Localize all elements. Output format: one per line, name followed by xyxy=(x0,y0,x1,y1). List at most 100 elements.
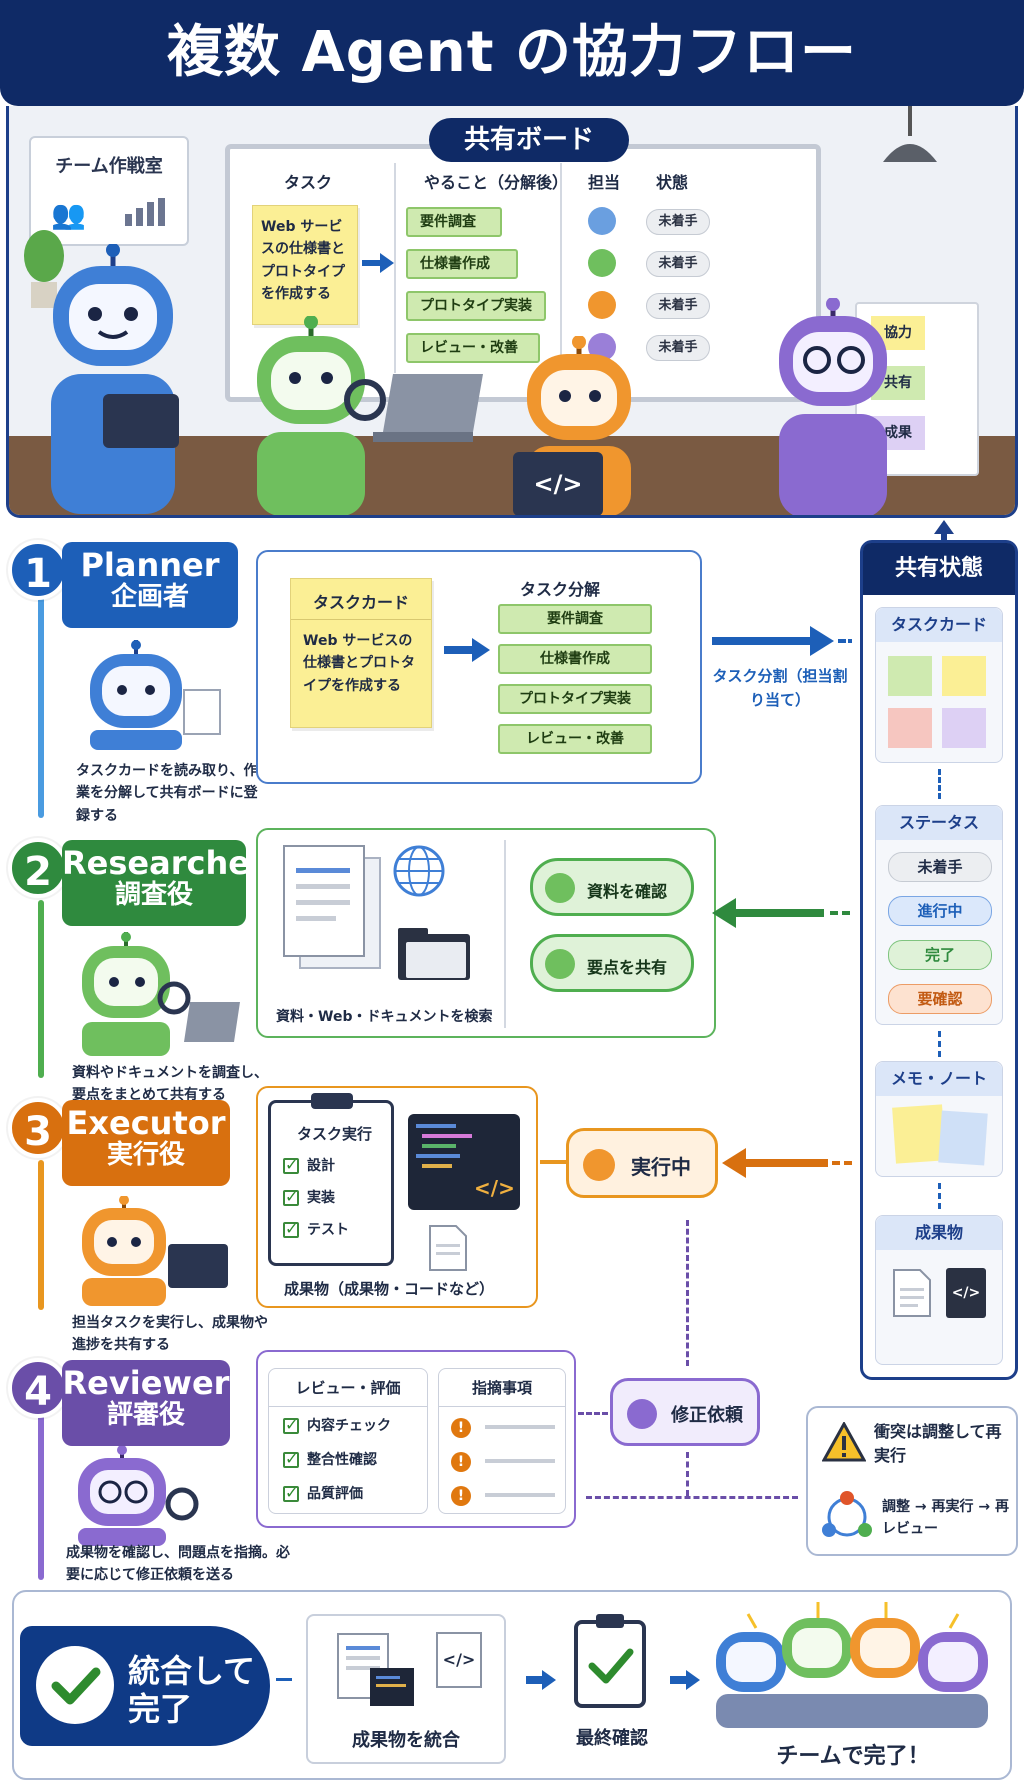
checkbox-icon xyxy=(283,1415,299,1434)
assign-arrow xyxy=(712,626,852,660)
done-label: 統合して完了 xyxy=(128,1652,256,1729)
divider xyxy=(504,840,506,1028)
dashed-link xyxy=(938,769,941,799)
documents-icon xyxy=(280,844,390,974)
pill-label: 要点を共有 xyxy=(587,958,668,977)
running-pill: 実行中 xyxy=(566,1128,718,1198)
conflict-box: 衝突は調整して再実行 調整 → 再実行 → 再レビュー xyxy=(806,1406,1018,1556)
step-label-researcher: Researcher 調査役 xyxy=(62,840,266,926)
shared-state-panel: 共有状態 タスクカード ステータス 未着手 進行中 完了 要確認 メモ・ノート … xyxy=(860,540,1018,1380)
check-item: テスト xyxy=(283,1219,349,1239)
code-file-icon: </> xyxy=(946,1268,986,1318)
completion-panel: 統合して完了 </> 成果物を統合 最終確認 チームで完了！ xyxy=(12,1590,1012,1780)
dashed-link xyxy=(686,1220,689,1366)
wall-note: 共有 xyxy=(871,366,925,400)
check-label: 実装 xyxy=(307,1190,335,1206)
sticky-note xyxy=(938,1110,988,1166)
todo-item: 仕様書作成 xyxy=(406,249,518,279)
issues-box: 指摘事項 ! ! ! xyxy=(438,1368,566,1514)
step-label-planner: Planner 企画者 xyxy=(62,542,238,628)
robot-icon-green xyxy=(545,949,575,979)
clipboard: タスク実行 設計 実装 テスト xyxy=(268,1093,394,1266)
check-label: 内容チェック xyxy=(307,1418,391,1434)
pill-label: 資料を確認 xyxy=(587,882,668,901)
researcher-panel: 資料・Web・ドキュメントを検索 資料を確認 要点を共有 xyxy=(256,828,716,1038)
issues-title: 指摘事項 xyxy=(439,1369,565,1407)
code-file-icon: </> xyxy=(436,1632,482,1688)
feedback-arrow-orange xyxy=(722,1148,858,1182)
team-done-label: チームで完了！ xyxy=(776,1744,930,1769)
check-item: 実装 xyxy=(283,1187,335,1207)
team-celebration xyxy=(708,1598,998,1728)
status-pill: 未着手 xyxy=(646,251,710,277)
team-room-label: チーム作戦室 xyxy=(55,156,163,177)
task-card-sticky: タスクカード Web サービスの仕様書とプロトタイプを作成する xyxy=(290,578,432,728)
reviewer-robot xyxy=(769,297,899,515)
split-item: 要件調査 xyxy=(498,604,652,634)
planner-mini-robot xyxy=(76,640,226,750)
planner-robot xyxy=(33,243,203,514)
warning-icon: ! xyxy=(451,1418,471,1438)
step-ja: 実行役 xyxy=(106,1140,185,1171)
split-item: レビュー・改善 xyxy=(498,724,652,754)
document-icon xyxy=(892,1268,932,1318)
laptop-icon xyxy=(373,374,483,444)
reviewer-panel: レビュー・評価 内容チェック 整合性確認 品質評価 指摘事項 ! ! ! xyxy=(256,1350,576,1528)
check-label: 整合性確認 xyxy=(307,1452,377,1468)
robot-icon-green xyxy=(545,873,575,903)
merge-label: 成果物を統合 xyxy=(352,1730,460,1751)
split-item: プロトタイプ実装 xyxy=(498,684,652,714)
step-ja: 企画者 xyxy=(110,582,189,613)
arrow-up-icon xyxy=(934,520,954,546)
robot-icon-green xyxy=(588,249,616,277)
step-en: Reviewer xyxy=(62,1364,230,1402)
checkbox-icon xyxy=(283,1219,299,1238)
team-room-sign: チーム作戦室 👥 xyxy=(29,136,189,246)
feedback-arrow-green xyxy=(712,898,858,932)
task-card-sticky: Web サービスの仕様書とプロトタイプを作成する xyxy=(252,205,358,325)
divider xyxy=(560,163,562,373)
clipboard-title: タスク実行 xyxy=(297,1125,373,1143)
checkbox-icon xyxy=(283,1155,299,1174)
globe-icon xyxy=(392,844,446,898)
warning-icon: ! xyxy=(451,1452,471,1472)
shared-board-title: 共有ボード xyxy=(429,118,629,162)
task-split-title: タスク分解 xyxy=(520,580,601,599)
conflict-title: 衝突は調整して再実行 xyxy=(874,1422,1002,1465)
status-pill: 未着手 xyxy=(888,852,992,882)
robot-icon-purple xyxy=(627,1399,657,1429)
step-label-executor: Executor 実行役 xyxy=(62,1100,230,1186)
output-label: 成果物 xyxy=(876,1216,1002,1250)
sticky-note xyxy=(888,708,932,748)
step-desc-planner: タスクカードを読み取り、作業を分解して共有ボードに登録する xyxy=(76,763,258,824)
reviewer-mini-robot xyxy=(70,1445,220,1546)
shared-state-title: 共有状態 xyxy=(863,543,1015,595)
team-room-scene: チーム作戦室 👥 タスク やること（分解後） 担当 状態 Web サービスの仕様… xyxy=(6,106,1018,518)
robot-icon-orange xyxy=(588,291,616,319)
status-box: ステータス 未着手 進行中 完了 要確認 xyxy=(875,805,1003,1025)
issue-row: ! xyxy=(451,1417,555,1438)
sticky-note xyxy=(888,656,932,696)
check-label: 品質評価 xyxy=(307,1486,363,1502)
researcher-mini-robot xyxy=(70,932,240,1056)
connector xyxy=(276,1678,292,1681)
checkbox-icon xyxy=(283,1187,299,1206)
status-pill: 未着手 xyxy=(646,293,710,319)
check-item: 設計 xyxy=(283,1155,335,1175)
final-check-label: 最終確認 xyxy=(576,1728,648,1749)
step-en: Planner xyxy=(80,546,220,584)
code-editor: </> xyxy=(408,1114,520,1210)
output-caption: 成果物（成果物・コードなど） xyxy=(284,1280,495,1298)
bar-chart-icon xyxy=(121,196,169,228)
checkbox-icon xyxy=(283,1449,299,1468)
status-label: ステータス xyxy=(876,806,1002,840)
memo-box: メモ・ノート xyxy=(875,1061,1003,1177)
folder-icon xyxy=(398,920,472,980)
todo-item: 要件調査 xyxy=(406,207,502,237)
running-label: 実行中 xyxy=(631,1155,691,1179)
step-number-1: 1 xyxy=(8,540,68,600)
checkbox-icon xyxy=(283,1483,299,1502)
planner-panel: タスクカード Web サービスの仕様書とプロトタイプを作成する タスク分解 要件… xyxy=(256,550,702,784)
pill-check-material: 資料を確認 xyxy=(530,858,694,916)
check-label: 設計 xyxy=(307,1158,335,1174)
